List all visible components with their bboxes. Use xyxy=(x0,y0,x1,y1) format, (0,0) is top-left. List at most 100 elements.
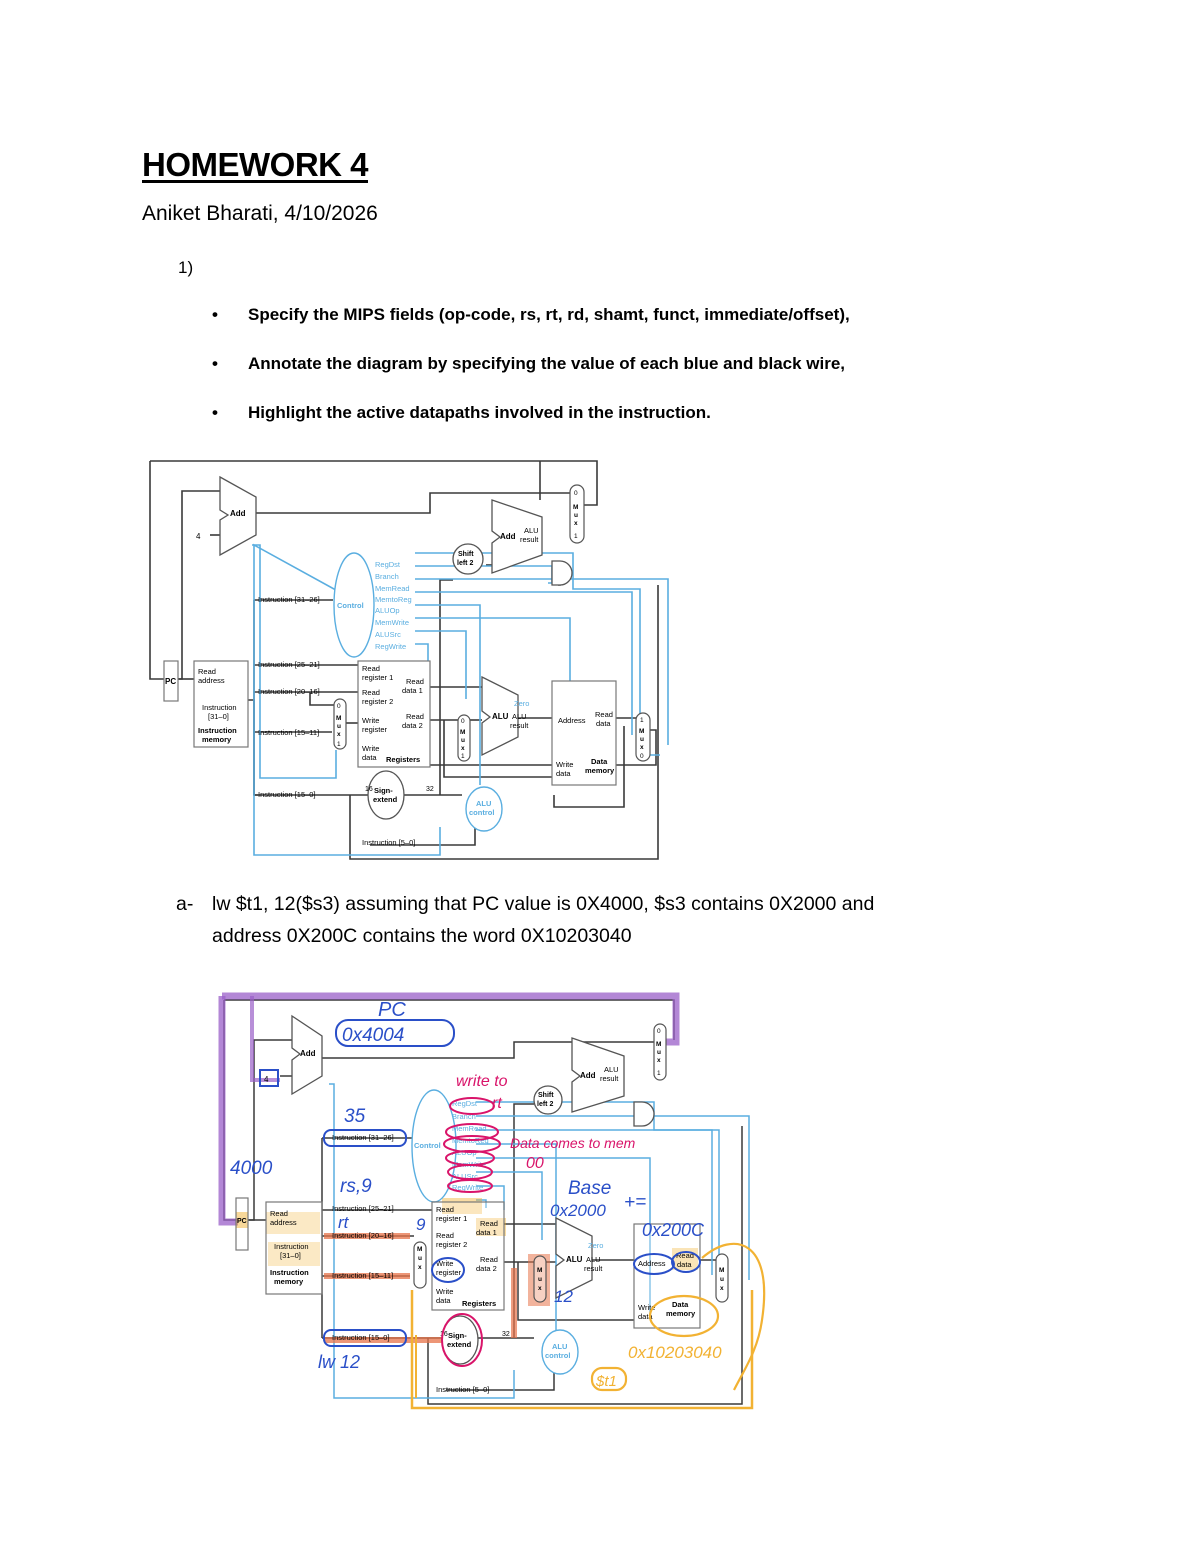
svg-text:Read: Read xyxy=(406,677,424,686)
svg-text:1: 1 xyxy=(574,533,578,540)
svg-text:extend: extend xyxy=(447,1340,472,1349)
svg-text:x: x xyxy=(574,520,578,527)
svg-text:u: u xyxy=(574,512,578,519)
svg-text:Read: Read xyxy=(362,664,380,673)
svg-text:data: data xyxy=(436,1296,451,1305)
svg-text:ALU: ALU xyxy=(586,1255,601,1264)
svg-text:result: result xyxy=(600,1074,619,1083)
svg-text:16: 16 xyxy=(440,1331,448,1338)
svg-text:result: result xyxy=(584,1264,603,1273)
svg-text:MemRead: MemRead xyxy=(452,1124,487,1133)
base-annotation: Base xyxy=(568,1178,611,1199)
svg-text:ALUSrc: ALUSrc xyxy=(452,1172,478,1181)
svg-text:control: control xyxy=(469,808,494,817)
svg-text:Instruction: Instruction xyxy=(202,703,237,712)
pc-value-annotation: 4000 xyxy=(230,1158,273,1179)
question-number: 1) xyxy=(178,258,194,277)
svg-text:RegWrite: RegWrite xyxy=(452,1183,483,1192)
svg-text:Read: Read xyxy=(676,1251,694,1260)
svg-text:Read: Read xyxy=(480,1219,498,1228)
svg-text:Shift: Shift xyxy=(538,1092,554,1099)
svg-text:register 1: register 1 xyxy=(362,673,393,682)
part-a-label: a- xyxy=(176,893,194,915)
svg-text:Data: Data xyxy=(591,757,608,766)
svg-text:4: 4 xyxy=(196,532,201,541)
svg-text:left 2: left 2 xyxy=(537,1101,553,1108)
bullet-dot-icon: • xyxy=(212,354,218,373)
svg-text:Instruction [15–0]: Instruction [15–0] xyxy=(258,790,316,799)
svg-text:register 2: register 2 xyxy=(436,1240,467,1249)
annotated-datapath-diagram: PC Read address Instruction [31–0] Instr… xyxy=(218,992,766,1410)
svg-text:x: x xyxy=(640,744,644,751)
imm-annotation: 12 xyxy=(554,1287,573,1306)
svg-text:Instruction [31–26]: Instruction [31–26] xyxy=(332,1133,394,1142)
svg-text:memory: memory xyxy=(274,1277,304,1286)
svg-text:Sign-: Sign- xyxy=(374,786,393,795)
svg-text:1: 1 xyxy=(657,1070,661,1077)
svg-text:Registers: Registers xyxy=(386,755,420,764)
svg-text:M: M xyxy=(573,504,578,511)
svg-text:RegDst: RegDst xyxy=(375,560,401,569)
svg-text:Instruction [5–0]: Instruction [5–0] xyxy=(436,1385,489,1394)
svg-text:Read: Read xyxy=(480,1255,498,1264)
svg-text:M: M xyxy=(719,1267,724,1274)
svg-text:0: 0 xyxy=(574,490,578,497)
svg-text:Write: Write xyxy=(362,744,379,753)
svg-text:Instruction [25–21]: Instruction [25–21] xyxy=(258,660,320,669)
rs-annotation: rs,9 xyxy=(340,1176,372,1197)
svg-text:ALU: ALU xyxy=(476,799,491,808)
svg-text:0: 0 xyxy=(640,753,644,760)
svg-text:M: M xyxy=(417,1246,422,1253)
svg-text:Add: Add xyxy=(230,509,246,518)
svg-text:rt: rt xyxy=(338,1213,350,1232)
svg-text:Instruction [15–11]: Instruction [15–11] xyxy=(258,728,319,737)
svg-text:data: data xyxy=(677,1260,692,1269)
svg-text:extend: extend xyxy=(373,795,398,804)
svg-text:MemRead: MemRead xyxy=(375,584,410,593)
svg-text:Add: Add xyxy=(300,1049,316,1058)
svg-text:1: 1 xyxy=(640,717,644,724)
svg-text:data: data xyxy=(362,753,377,762)
svg-text:data: data xyxy=(556,769,571,778)
svg-text:x: x xyxy=(418,1264,422,1271)
svg-text:M: M xyxy=(656,1041,661,1048)
svg-text:memory: memory xyxy=(202,735,232,744)
svg-text:u: u xyxy=(418,1255,422,1262)
svg-text:[31–0]: [31–0] xyxy=(208,712,229,721)
dest-reg-annotation: $t1 xyxy=(595,1373,617,1390)
svg-text:result: result xyxy=(520,535,539,544)
svg-text:RegDst: RegDst xyxy=(452,1099,478,1108)
document-title: HOMEWORK 4 xyxy=(142,146,369,183)
data-comes-annotation: Data comes to mem xyxy=(510,1135,636,1151)
svg-text:Write: Write xyxy=(638,1303,655,1312)
svg-text:address: address xyxy=(270,1218,297,1227)
bullet-dot-icon: • xyxy=(212,403,218,422)
svg-text:Sign-: Sign- xyxy=(448,1331,467,1340)
svg-text:x: x xyxy=(337,731,341,738)
svg-text:Branch: Branch xyxy=(375,572,399,581)
svg-text:Write: Write xyxy=(556,760,573,769)
svg-text:u: u xyxy=(640,736,644,743)
address-annotation: 0x200C xyxy=(642,1220,705,1240)
svg-text:[31–0]: [31–0] xyxy=(280,1251,301,1260)
svg-text:Address: Address xyxy=(558,716,586,725)
svg-text:data 2: data 2 xyxy=(476,1264,497,1273)
svg-text:Instruction: Instruction xyxy=(274,1242,309,1251)
svg-text:RegWrite: RegWrite xyxy=(375,642,406,651)
svg-text:data: data xyxy=(596,719,611,728)
svg-text:Write: Write xyxy=(362,716,379,725)
svg-text:data 1: data 1 xyxy=(402,686,423,695)
svg-text:M: M xyxy=(537,1267,542,1274)
svg-text:0: 0 xyxy=(657,1028,661,1035)
svg-text:Address: Address xyxy=(638,1259,666,1268)
svg-text:rt: rt xyxy=(492,1095,502,1112)
svg-text:Instruction [15–0]: Instruction [15–0] xyxy=(332,1333,390,1342)
svg-text:memory: memory xyxy=(666,1309,696,1318)
svg-text:Read: Read xyxy=(436,1231,454,1240)
svg-text:16: 16 xyxy=(365,786,373,793)
svg-text:u: u xyxy=(538,1276,542,1283)
svg-text:data 1: data 1 xyxy=(476,1228,497,1237)
svg-text:register: register xyxy=(436,1268,462,1277)
svg-text:ALU: ALU xyxy=(512,712,527,721)
bullet-dot-icon: • xyxy=(212,305,218,324)
